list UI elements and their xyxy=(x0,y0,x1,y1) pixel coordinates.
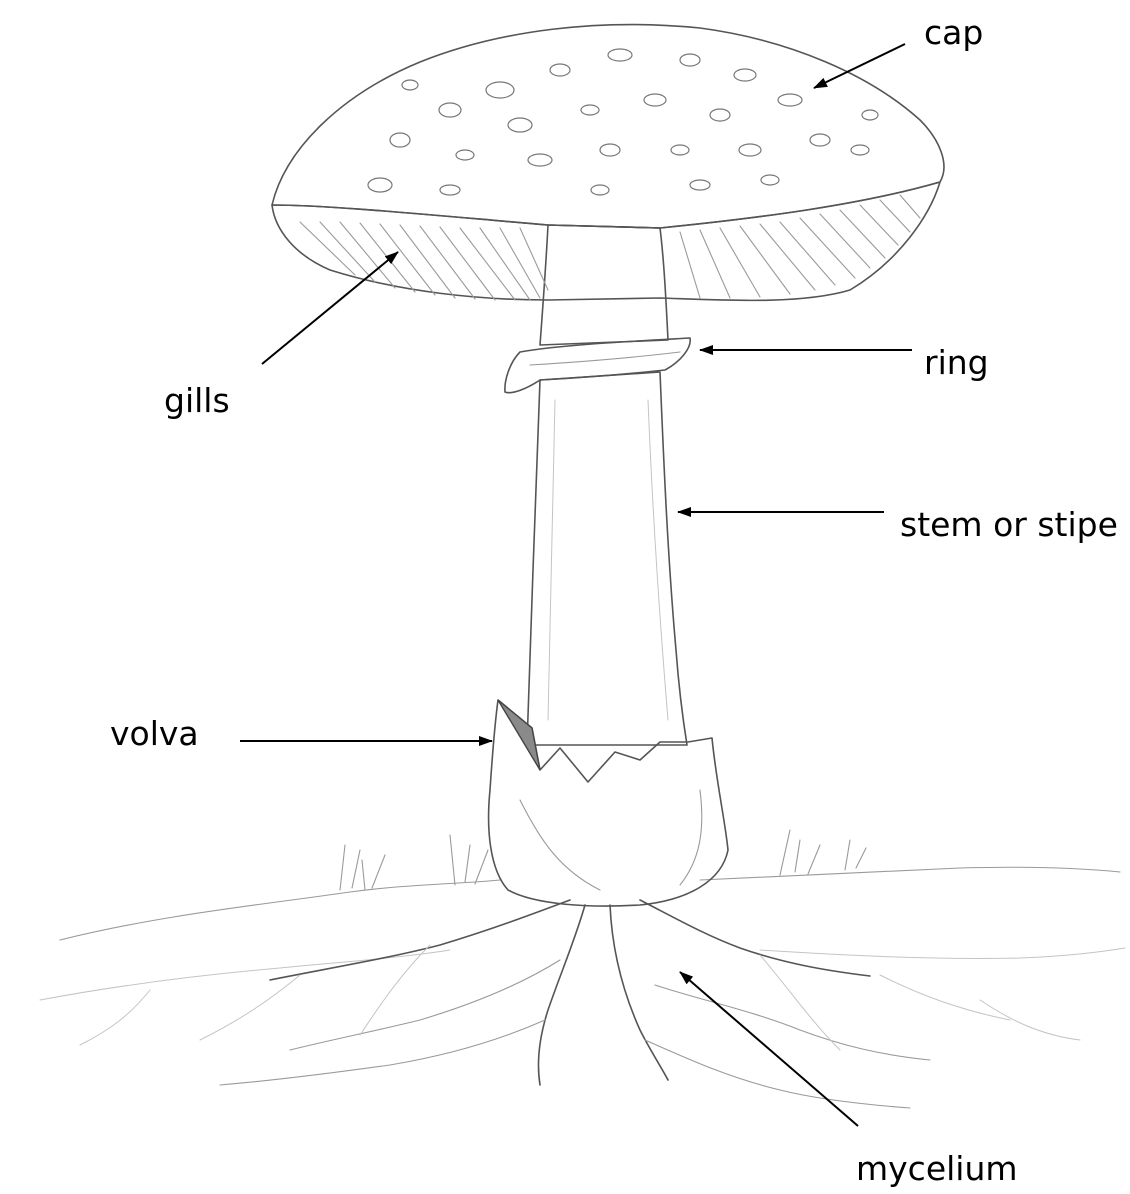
label-mycelium-group: mycelium xyxy=(680,972,1018,1188)
label-mycelium: mycelium xyxy=(856,1149,1018,1188)
mycelium-arrow xyxy=(680,972,858,1126)
label-stem: stem or stipe xyxy=(900,505,1118,544)
ground-mycelium-drawing xyxy=(40,830,1125,1108)
cap-drawing xyxy=(272,25,944,301)
label-volva: volva xyxy=(110,714,199,753)
label-stem-group: stem or stipe xyxy=(678,505,1118,544)
stem-drawing xyxy=(527,225,687,745)
cap-spots xyxy=(368,49,878,195)
volva-drawing xyxy=(489,700,728,906)
label-ring: ring xyxy=(924,343,989,382)
label-cap-group: cap xyxy=(814,13,983,88)
ring-drawing xyxy=(505,338,690,393)
label-gills: gills xyxy=(164,381,230,420)
label-gills-group: gills xyxy=(164,252,398,420)
cap-arrow xyxy=(814,44,905,88)
label-cap: cap xyxy=(924,13,983,52)
label-volva-group: volva xyxy=(110,714,492,753)
gills-arrow xyxy=(262,252,398,364)
label-ring-group: ring xyxy=(700,343,989,382)
